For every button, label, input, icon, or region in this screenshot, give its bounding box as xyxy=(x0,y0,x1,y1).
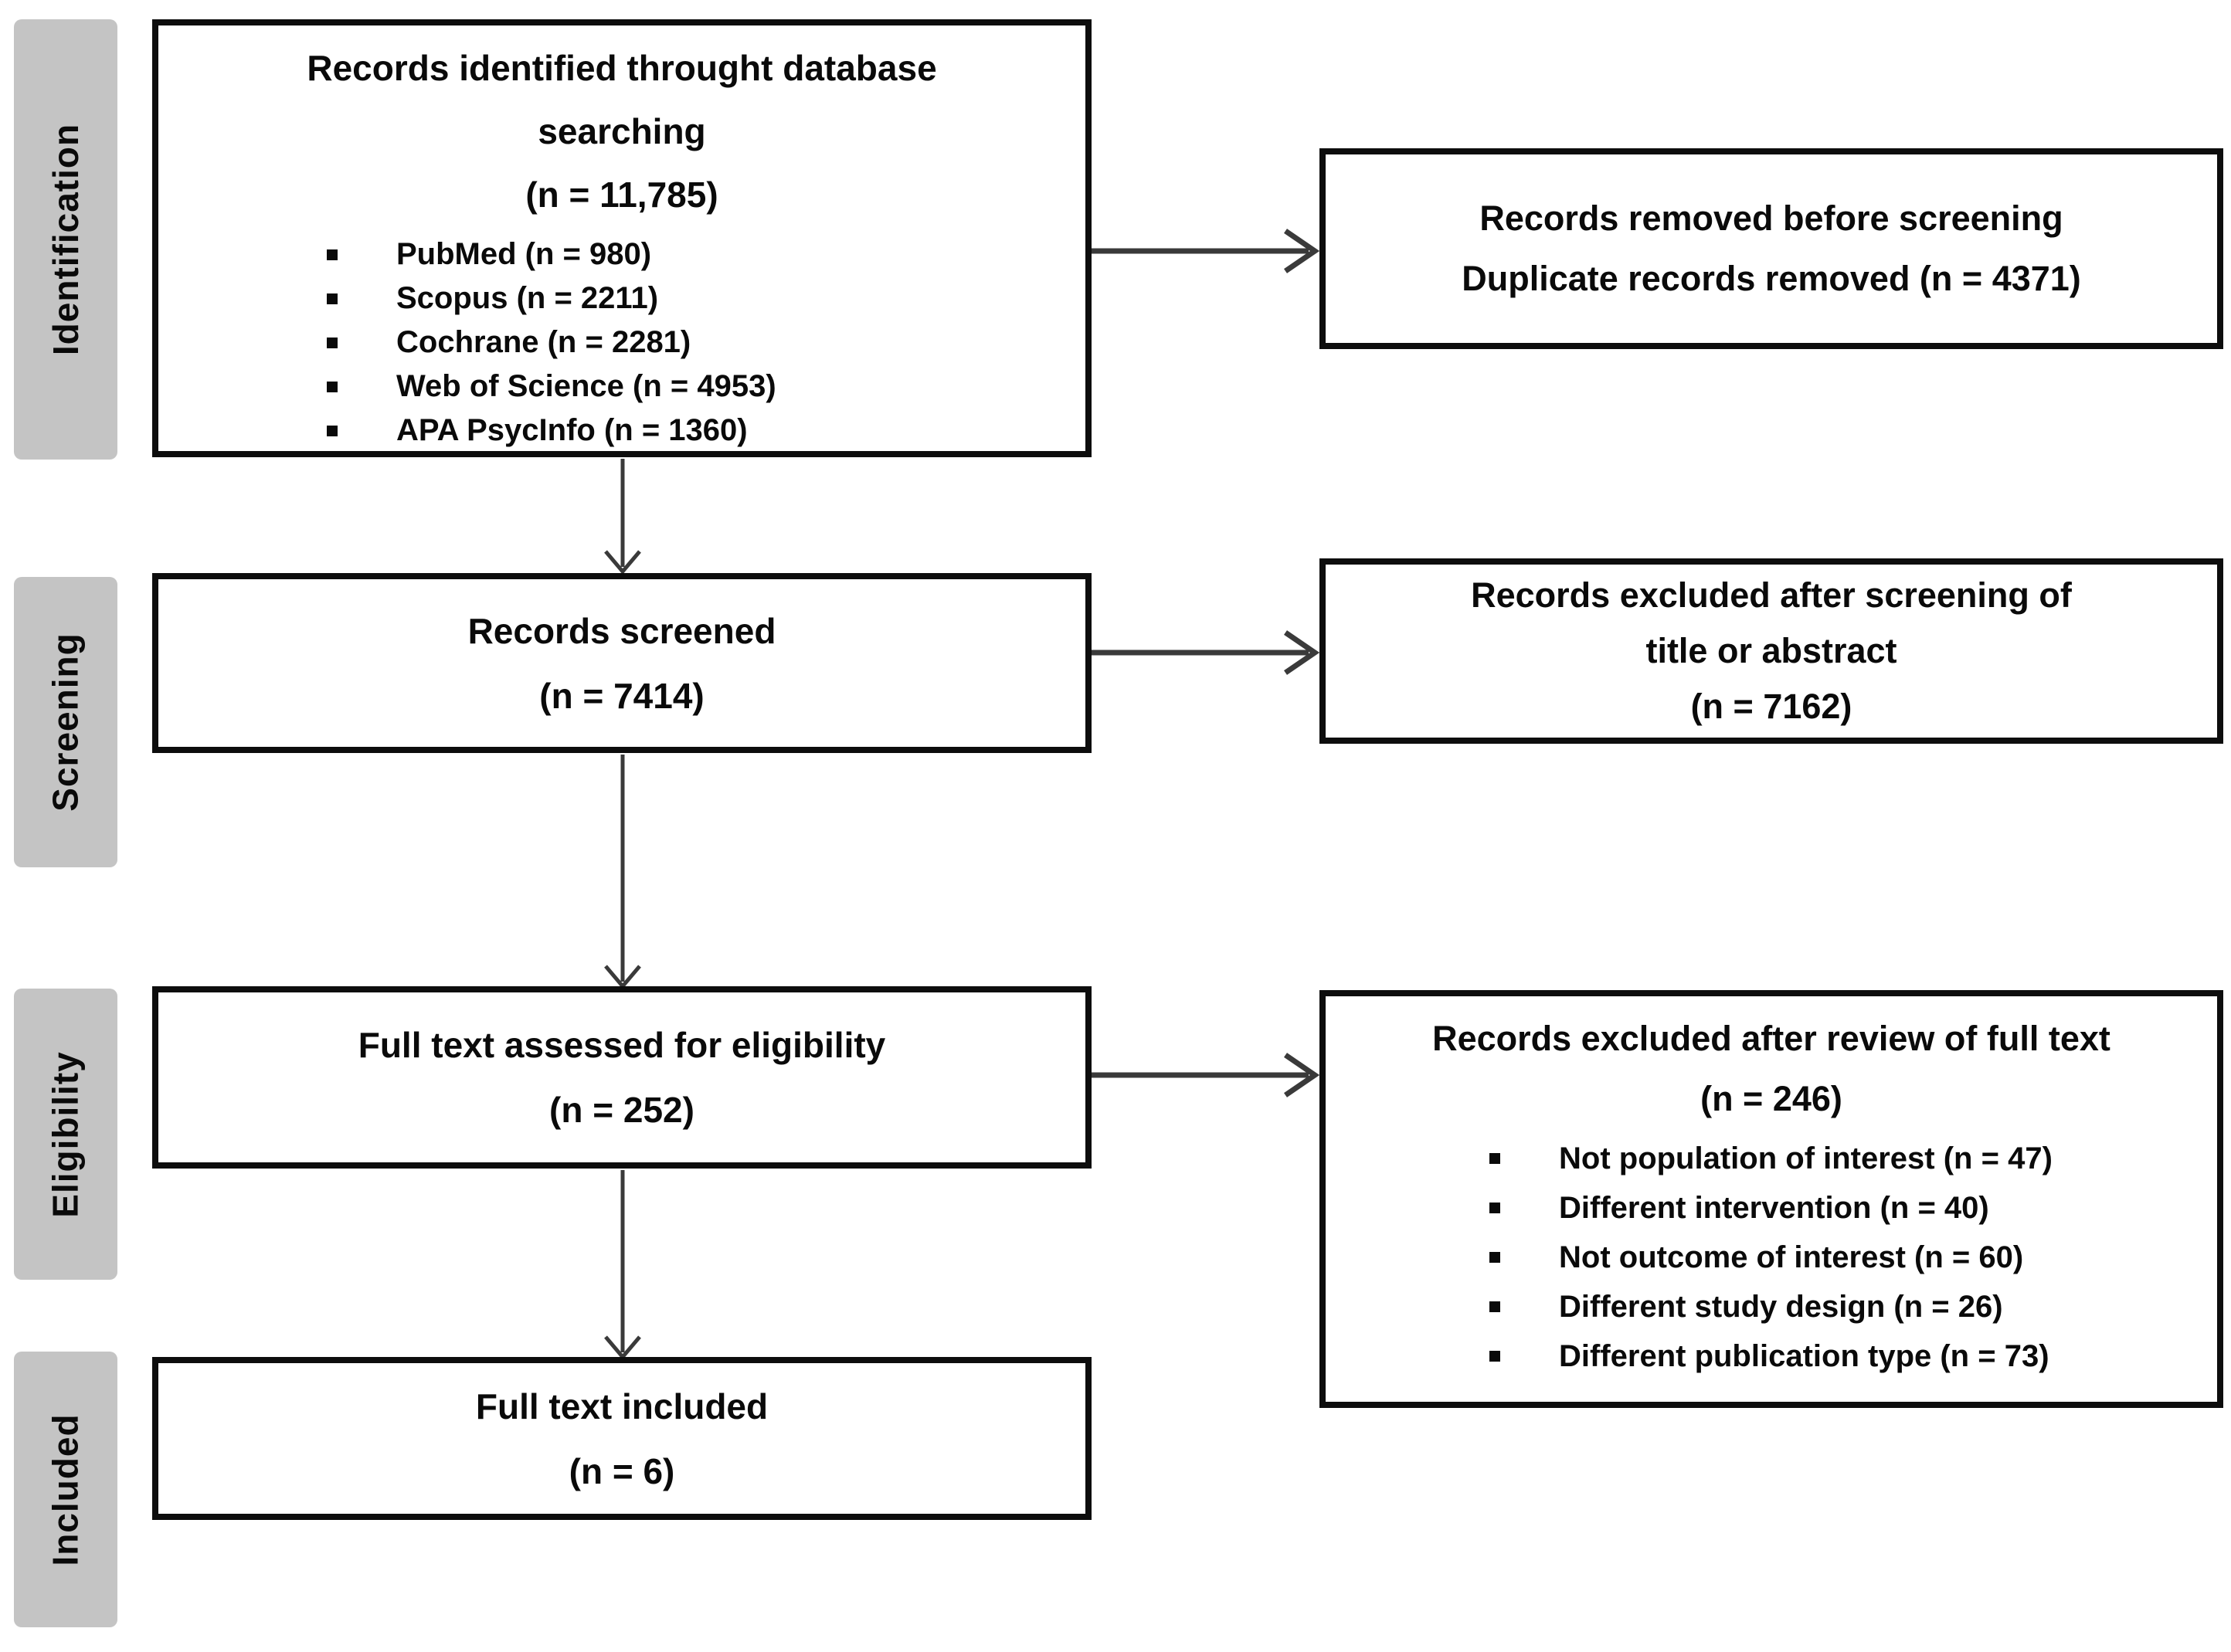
bullet-item: Not outcome of interest (n = 60) xyxy=(1489,1233,2053,1282)
bullet-item: Different publication type (n = 73) xyxy=(1489,1331,2053,1381)
stage-label-text: Identification xyxy=(46,123,87,356)
arrowhead-right-icon xyxy=(1284,1053,1320,1097)
bullet-square-icon xyxy=(1489,1351,1500,1362)
box-title-line: Records identified throught database xyxy=(307,48,937,88)
box-title-line: Records excluded after review of full te… xyxy=(1432,1019,2110,1058)
box-title-line: searching xyxy=(538,111,706,151)
bullet-text: PubMed (n = 980) xyxy=(396,237,652,271)
box-title-line: Records excluded after screening of xyxy=(1471,575,2072,615)
bullet-square-icon xyxy=(327,293,338,304)
stage-label-text: Included xyxy=(46,1413,86,1566)
bullet-item: PubMed (n = 980) xyxy=(327,232,776,276)
box-records-screened: Records screened (n = 7414) xyxy=(152,573,1092,753)
stage-label-text: Eligibility xyxy=(46,1050,86,1218)
box-count-line: (n = 7414) xyxy=(539,675,705,716)
bullet-item: Cochrane (n = 2281) xyxy=(327,321,776,365)
bullet-square-icon xyxy=(327,381,338,392)
box-count-line: (n = 6) xyxy=(569,1450,675,1491)
bullet-item: Not population of interest (n = 47) xyxy=(1489,1134,2053,1183)
bullet-text: Not population of interest (n = 47) xyxy=(1559,1141,2053,1175)
box-records-identified: Records identified throught database sea… xyxy=(152,19,1092,457)
bullet-text: APA PsycInfo (n = 1360) xyxy=(396,413,748,447)
box-records-excluded-screening: Records excluded after screening of titl… xyxy=(1319,558,2223,744)
bullet-item: APA PsycInfo (n = 1360) xyxy=(327,409,776,453)
bullet-square-icon xyxy=(327,425,338,436)
arrowhead-right-icon xyxy=(1284,229,1320,273)
bullet-square-icon xyxy=(1489,1153,1500,1164)
bullet-text: Not outcome of interest (n = 60) xyxy=(1559,1240,2024,1274)
bullet-text: Scopus (n = 2211) xyxy=(396,281,659,315)
box-count-line: (n = 252) xyxy=(549,1090,694,1130)
stage-label-text: Screening xyxy=(46,633,87,812)
stage-label-eligibility: Eligibility xyxy=(14,989,117,1280)
stage-label-included: Included xyxy=(14,1352,117,1627)
box-records-excluded-full-text: Records excluded after review of full te… xyxy=(1319,990,2223,1408)
box-records-removed-before-screening: Records removed before screening Duplica… xyxy=(1319,148,2223,349)
bullet-text: Cochrane (n = 2281) xyxy=(396,325,691,359)
box-title-line: Full text included xyxy=(475,1386,769,1426)
box-title-line: Records removed before screening xyxy=(1479,198,2063,238)
box-full-text-assessed: Full text assessed for eligibility (n = … xyxy=(152,986,1092,1169)
bullet-square-icon xyxy=(327,337,338,348)
bullet-square-icon xyxy=(1489,1301,1500,1312)
bullet-text: Different publication type (n = 73) xyxy=(1559,1339,2049,1373)
bullet-item: Scopus (n = 2211) xyxy=(327,276,776,321)
box-title-line: Full text assessed for eligibility xyxy=(358,1025,886,1065)
bullet-item: Different intervention (n = 40) xyxy=(1489,1183,2053,1233)
bullet-text: Different intervention (n = 40) xyxy=(1559,1191,1989,1225)
box-title-line: Records screened xyxy=(467,610,776,651)
box-count-line: Duplicate records removed (n = 4371) xyxy=(1462,259,2081,298)
bullet-square-icon xyxy=(1489,1203,1500,1213)
bullet-item: Web of Science (n = 4953) xyxy=(327,365,776,409)
arrowhead-right-icon xyxy=(1284,630,1320,675)
box-title-line: title or abstract xyxy=(1645,631,1897,670)
arrowhead-down-icon xyxy=(604,550,641,575)
bullet-square-icon xyxy=(327,249,338,260)
stage-label-screening: Screening xyxy=(14,577,117,867)
box-full-text-included: Full text included (n = 6) xyxy=(152,1357,1092,1520)
bullet-square-icon xyxy=(1489,1252,1500,1263)
bullet-text: Different study design (n = 26) xyxy=(1559,1290,2003,1324)
bullet-text: Web of Science (n = 4953) xyxy=(396,369,776,403)
box-count-line: (n = 246) xyxy=(1700,1079,1842,1118)
exclusion-bullet-list: Not population of interest (n = 47) Diff… xyxy=(1489,1134,2053,1381)
bullet-item: Different study design (n = 26) xyxy=(1489,1282,2053,1331)
stage-label-identification: Identification xyxy=(14,19,117,460)
box-count-line: (n = 11,785) xyxy=(525,175,718,215)
box-count-line: (n = 7162) xyxy=(1690,687,1852,726)
database-bullet-list: PubMed (n = 980) Scopus (n = 2211) Cochr… xyxy=(327,232,776,453)
